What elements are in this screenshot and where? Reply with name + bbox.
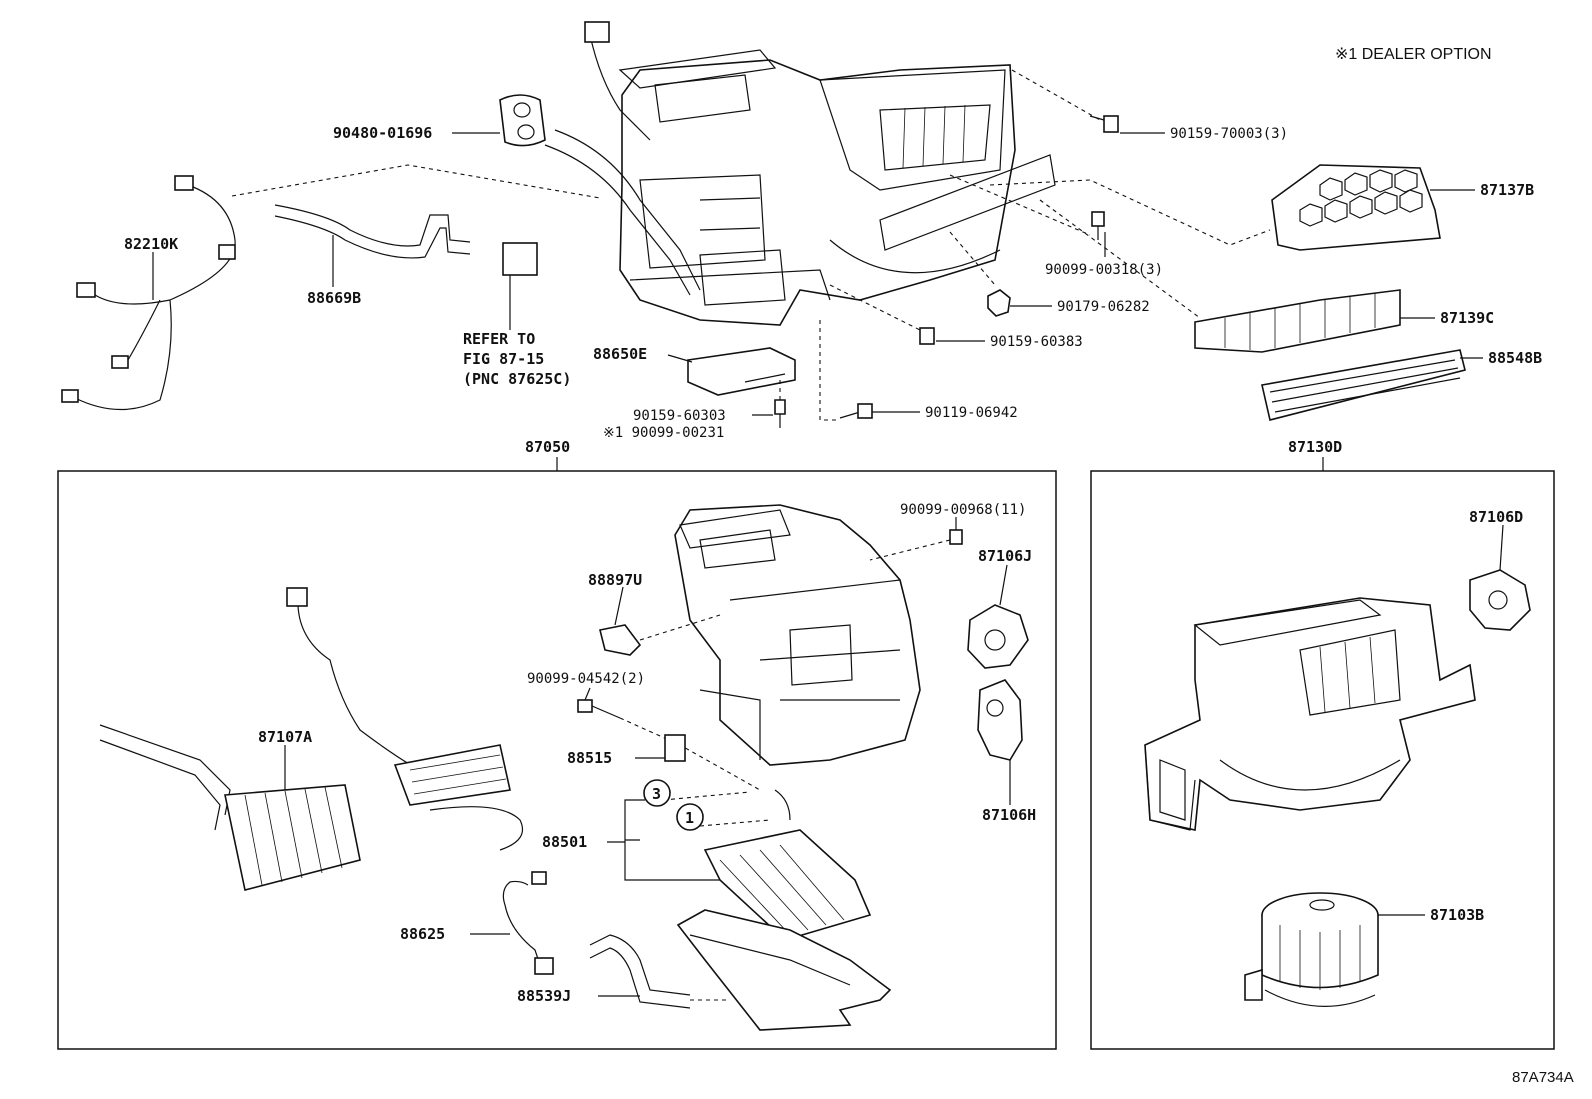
part-label-87106D: 87106D bbox=[1469, 508, 1523, 526]
part-label-87106H: 87106H bbox=[982, 806, 1036, 824]
refer-note-line1: REFER TO bbox=[463, 330, 535, 348]
part-label-90099-00231: ※1 90099-00231 bbox=[603, 425, 724, 441]
dealer-option-note: ※1 DEALER OPTION bbox=[1335, 46, 1492, 63]
heater-case-drawing bbox=[674, 504, 921, 766]
evaporator-88501-drawing bbox=[703, 789, 872, 941]
refer-note-line3: (PNC 87625C) bbox=[463, 370, 571, 388]
part-label-87139C: 87139C bbox=[1440, 309, 1494, 327]
part-label-87106J: 87106J bbox=[978, 547, 1032, 565]
marker-3-label: 3 bbox=[652, 785, 661, 803]
figure-code: 87A734A bbox=[1512, 1069, 1574, 1086]
screw-90099-00968-drawing bbox=[869, 529, 963, 561]
evaporator-harness-drawing bbox=[286, 587, 524, 851]
marker-1-circle bbox=[676, 803, 704, 831]
part-label-90179-06282: 90179-06282 bbox=[1057, 299, 1150, 315]
heater-unit-group-frame bbox=[57, 470, 1057, 1050]
filter-cover-87137B-drawing bbox=[1271, 164, 1441, 251]
sensor-88897U-drawing bbox=[599, 614, 721, 656]
part-label-90159-60303: 90159-60303 bbox=[633, 408, 726, 424]
part-label-87107A: 87107A bbox=[258, 728, 312, 746]
part-label-90099-00318: 90099-00318(3) bbox=[1045, 262, 1163, 278]
ecu-88650E-drawing bbox=[687, 347, 796, 396]
part-label-90159-70003: 90159-70003(3) bbox=[1170, 126, 1288, 142]
part-label-88669B: 88669B bbox=[307, 289, 361, 307]
screw-90159-70003-drawing bbox=[1011, 69, 1119, 133]
part-label-90099-04542: 90099-04542(2) bbox=[527, 671, 645, 687]
part-label-88501: 88501 bbox=[542, 833, 587, 851]
part-label-87137B: 87137B bbox=[1480, 181, 1534, 199]
part-label-88515: 88515 bbox=[567, 749, 612, 767]
lower-case-drawing bbox=[676, 909, 892, 1031]
group-label-87050: 87050 bbox=[525, 438, 570, 456]
servo-87106H-drawing bbox=[977, 679, 1023, 761]
servo-87106D-drawing bbox=[1469, 569, 1531, 631]
expansion-valve-88515-drawing bbox=[664, 734, 686, 762]
drain-hose-88669B-drawing bbox=[274, 204, 538, 276]
group-label-87130D: 87130D bbox=[1288, 438, 1342, 456]
wire-harness-82210K-drawing bbox=[61, 175, 236, 411]
nut-90179-06282-drawing bbox=[949, 231, 1011, 317]
part-label-90480-01696: 90480-01696 bbox=[333, 124, 432, 142]
bolt-90119-06942-drawing bbox=[819, 320, 873, 421]
part-label-82210K: 82210K bbox=[124, 235, 178, 253]
bolt-90159-60383-drawing bbox=[829, 284, 935, 345]
grommet-90480-01696-drawing bbox=[499, 94, 546, 147]
screw-90099-00318-drawing bbox=[949, 174, 1105, 240]
heater-core-87107A-drawing bbox=[99, 724, 361, 891]
part-label-88625: 88625 bbox=[400, 925, 445, 943]
servo-87106J-drawing bbox=[967, 604, 1029, 669]
marker-1-label: 1 bbox=[685, 809, 694, 827]
filter-87139C-drawing bbox=[1039, 199, 1401, 353]
drain-hose-88539J-drawing bbox=[589, 934, 691, 1009]
bracket-88501-drawing bbox=[624, 791, 771, 881]
marker-3-circle bbox=[643, 779, 671, 807]
part-label-87103B: 87103B bbox=[1430, 906, 1484, 924]
part-label-90159-60383: 90159-60383 bbox=[990, 334, 1083, 350]
part-label-90099-00968: 90099-00968(11) bbox=[900, 502, 1026, 518]
blower-motor-87103B-drawing bbox=[1244, 892, 1379, 1007]
part-label-88548B: 88548B bbox=[1488, 349, 1542, 367]
filter-case-88548B-drawing bbox=[1261, 349, 1466, 421]
refer-note-line2: FIG 87-15 bbox=[463, 350, 544, 368]
thermistor-88625-drawing bbox=[502, 871, 554, 975]
hvac-main-unit-drawing bbox=[544, 21, 1056, 326]
part-label-88650E: 88650E bbox=[593, 345, 647, 363]
blower-case-drawing bbox=[1144, 597, 1476, 831]
part-label-88897U: 88897U bbox=[588, 571, 642, 589]
part-label-90119-06942: 90119-06942 bbox=[925, 405, 1018, 421]
screw-90159-60303-drawing bbox=[774, 380, 786, 428]
part-label-88539J: 88539J bbox=[517, 987, 571, 1005]
